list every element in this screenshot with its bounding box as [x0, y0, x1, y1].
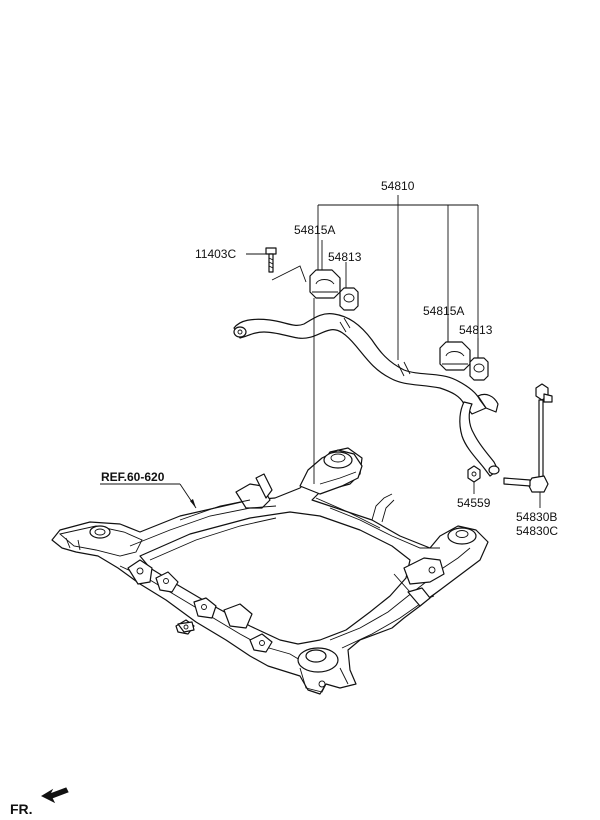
front-arrow-icon — [40, 787, 69, 804]
part-label-54815a-top: 54815A — [294, 223, 336, 237]
bushing-54813-left — [339, 287, 359, 311]
part-label-54815a-right: 54815A — [423, 304, 465, 318]
part-label-11403c: 11403C — [195, 247, 237, 261]
front-direction-label: FR. — [10, 801, 33, 817]
part-label-54830c: 54830C — [516, 524, 559, 538]
bracket-54815a-left — [309, 269, 341, 299]
stabilizer-bar — [233, 313, 500, 477]
bracket-54815a-right — [439, 341, 471, 371]
bushing-54813-right — [469, 357, 489, 381]
part-label-54810: 54810 — [381, 179, 415, 193]
bolt-11403c — [265, 247, 277, 273]
nut-54559 — [467, 465, 481, 483]
subframe — [51, 447, 489, 695]
part-label-54830b: 54830B — [516, 510, 558, 524]
stabilizer-link — [503, 383, 553, 493]
leader-lines — [100, 195, 541, 509]
part-label-54813-top: 54813 — [328, 250, 362, 264]
part-label-54813-right: 54813 — [459, 323, 493, 337]
reference-label: REF.60-620 — [101, 470, 165, 484]
part-label-54559: 54559 — [457, 496, 491, 510]
